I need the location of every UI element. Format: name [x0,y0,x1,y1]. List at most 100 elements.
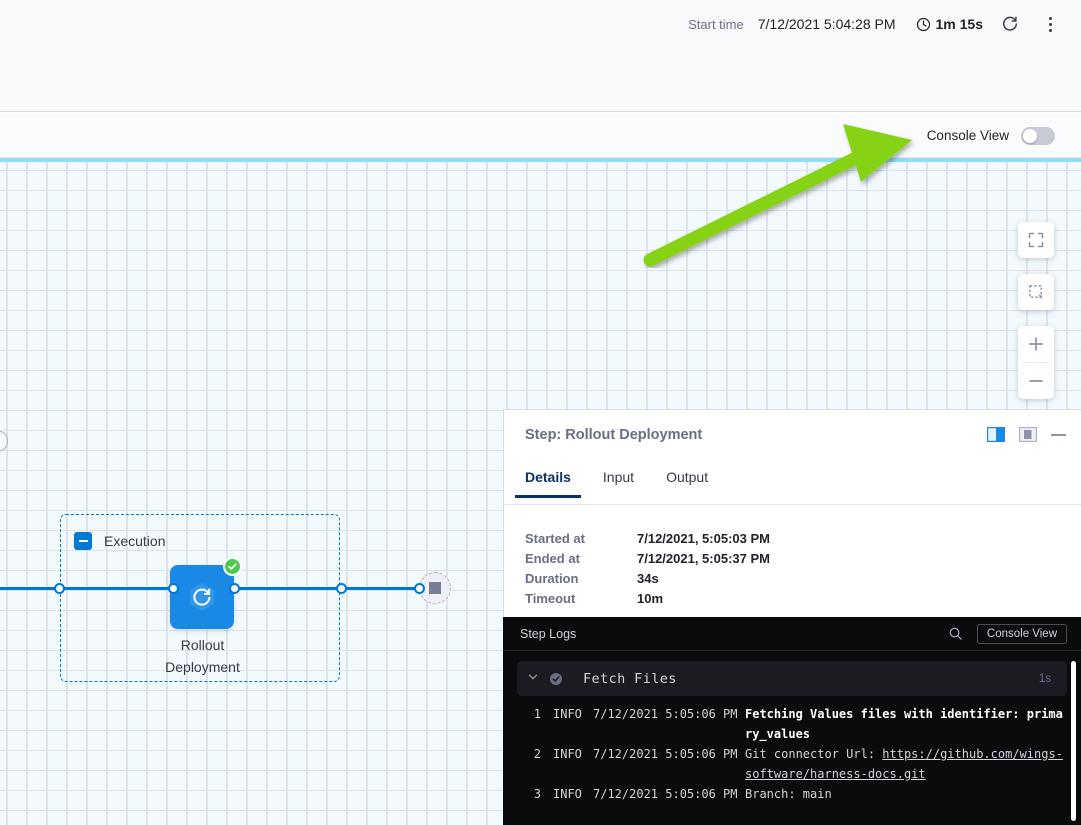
collapse-minus-icon[interactable] [74,532,92,550]
step-node-label-line1: Rollout [180,637,225,653]
stop-square-icon [429,582,441,594]
plus-icon [1029,337,1043,351]
execution-group-label: Execution [104,533,166,549]
tab-input[interactable]: Input [602,469,635,485]
search-icon[interactable] [948,626,963,641]
step-node-rollout-deployment[interactable] [170,557,242,629]
step-logs-panel: Step Logs Console View [503,617,1081,825]
edge-outgoing [232,587,424,590]
log-line-severity: INFO [553,747,582,761]
zoom-card [1018,326,1054,399]
clock-icon [916,17,930,31]
port-right-outer[interactable] [336,583,347,594]
field-value: 7/12/2021, 5:05:03 PM [637,530,770,546]
field-value: 10m [637,590,664,606]
logs-console-view-button[interactable]: Console View [976,623,1067,644]
port-step-out[interactable] [229,583,240,594]
zoom-out-button[interactable] [1018,363,1054,399]
edge-incoming [0,587,172,590]
refresh-icon[interactable] [997,11,1023,37]
split-view-icon[interactable] [987,427,1005,442]
log-line: 3 INFO 7/12/2021 5:05:06 PM Branch: main [517,784,1067,804]
check-icon [228,563,237,570]
step-node-label: Rollout Deployment [130,634,275,678]
duration-group: 1m 15s [916,16,983,32]
tab-output[interactable]: Output [666,469,709,485]
console-view-toggle[interactable] [1021,126,1055,145]
expand-corners-icon [1028,232,1044,248]
pipeline-graph: Execution Rollout Deployment [0,409,503,825]
field-duration: Duration 34s [525,568,770,588]
log-section-fetch-files[interactable]: Fetch Files 1s [517,661,1067,696]
log-line-severity: INFO [553,787,582,801]
log-section-duration: 1s [1038,672,1051,685]
field-label: Timeout [525,590,576,606]
top-bar: Start time 7/12/2021 5:04:28 PM 1m 15s [0,0,1081,112]
select-area-button[interactable] [1018,274,1054,310]
log-line-number: 3 [533,787,541,801]
log-line-message-text: Git connector Url: [745,747,883,761]
log-line: 1 INFO 7/12/2021 5:05:06 PM Fetching Val… [517,704,1067,744]
zoom-in-button[interactable] [1018,326,1054,362]
minimize-icon[interactable] [1051,433,1066,436]
minus-icon [1029,380,1043,382]
dashed-square-icon [1028,284,1043,299]
fit-to-screen-button[interactable] [1018,222,1054,258]
port-left-outer[interactable] [54,583,65,594]
log-line-link[interactable]: https://github.com/wings-software/harnes… [745,747,1063,781]
start-time-label: Start time [688,16,744,32]
step-node-label-line2: Deployment [165,659,240,675]
duration-value: 1m 15s [935,16,983,32]
select-area-card [1018,274,1054,310]
panel-view-controls [987,427,1066,442]
console-view-group: Console View [927,113,1055,158]
console-view-label: Console View [926,128,1009,143]
field-value: 7/12/2021, 5:05:37 PM [637,550,770,566]
port-step-in[interactable] [168,583,179,594]
execution-group-box[interactable] [60,514,340,682]
field-ended-at: Ended at 7/12/2021, 5:05:37 PM [525,548,770,568]
control-divider [1023,362,1049,363]
step-logs-title: Step Logs [520,626,577,641]
full-view-icon[interactable] [1019,427,1037,442]
kebab-menu-icon[interactable] [1037,11,1063,37]
field-started-at: Started at 7/12/2021, 5:05:03 PM [525,528,770,548]
log-line-message: Fetching Values files with identifier: p… [745,707,1063,741]
canvas-top-divider [0,158,1081,162]
top-bar-right-group: Start time 7/12/2021 5:04:28 PM 1m 15s [688,8,1063,40]
canvas-controls [1018,222,1054,399]
step-logs-header: Step Logs Console View [503,617,1081,651]
port-end-in[interactable] [414,583,425,594]
console-view-bar: Console View [0,113,1081,158]
fit-to-screen-card [1018,222,1054,258]
step-details-header: Step: Rollout Deployment [504,410,1081,459]
log-line-number: 2 [533,747,541,761]
chevron-down-icon[interactable] [527,671,549,686]
step-logs-body[interactable]: Fetch Files 1s 1 INFO 7/12/2021 5:05:06 … [503,651,1081,825]
step-logs-header-actions: Console View [948,623,1067,644]
log-scrollbar[interactable] [1071,661,1076,821]
log-section-name: Fetch Files [583,670,677,687]
field-timeout: Timeout 10m [525,588,770,608]
start-time-value: 7/12/2021 5:04:28 PM [757,16,896,32]
log-line-timestamp: 7/12/2021 5:05:06 PM [593,707,738,721]
log-line-message: Git connector Url: https://github.com/wi… [745,744,1067,784]
step-details-tabs: Details Input Output [504,465,1081,505]
field-label: Duration [525,570,579,586]
field-value: 34s [637,570,659,586]
page-title: Step: Rollout Deployment [525,426,703,443]
status-badge [223,557,242,576]
log-line-timestamp: 7/12/2021 5:05:06 PM [593,787,738,801]
log-line-timestamp: 7/12/2021 5:05:06 PM [593,747,738,761]
execution-group-header[interactable]: Execution [74,532,165,550]
check-circle-icon [549,672,569,686]
rollout-deployment-icon [190,583,214,611]
tab-details[interactable]: Details [515,465,581,498]
log-line-message: Branch: main [745,787,832,801]
log-lines: 1 INFO 7/12/2021 5:05:06 PM Fetching Val… [517,704,1067,804]
previous-node-stub [0,431,8,451]
log-line: 2 INFO 7/12/2021 5:05:06 PM Git connecto… [517,744,1067,784]
log-line-number: 1 [533,707,541,721]
log-line-severity: INFO [553,707,582,721]
